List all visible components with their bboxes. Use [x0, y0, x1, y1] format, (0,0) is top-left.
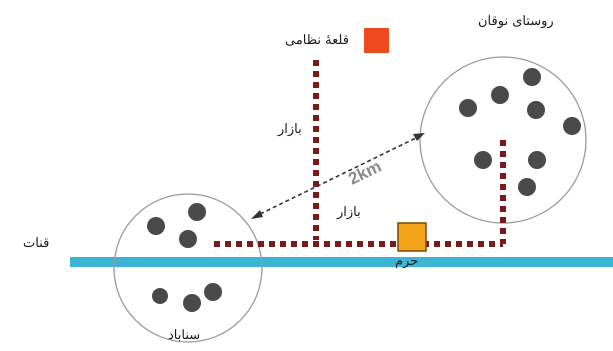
- bazaar-horizontal-label: بازار: [337, 205, 361, 220]
- military-fort-label: قلعهٔ نظامی: [285, 33, 349, 48]
- shrine-square-icon: [397, 222, 427, 252]
- distance-arrowhead-start: [251, 210, 263, 219]
- sanabad-circle: [113, 193, 263, 343]
- settlement-dot: [518, 178, 536, 196]
- settlement-dot: [474, 151, 492, 169]
- settlement-dot: [152, 288, 168, 304]
- distance-arrow-line: [253, 134, 423, 218]
- qanat-channel: [70, 257, 613, 267]
- distance-arrowhead-end: [413, 133, 425, 141]
- settlement-dot: [523, 68, 541, 86]
- shrine-label: حرم: [395, 254, 419, 269]
- qanat-label: قنات: [23, 236, 50, 251]
- fort-square-icon: [364, 28, 389, 53]
- sanabad-settlement-dots: [147, 203, 222, 312]
- settlement-dot: [183, 294, 201, 312]
- distance-arrow: [251, 133, 425, 219]
- settlement-dot: [147, 217, 165, 235]
- bazaar-vertical-label: بازار: [278, 122, 302, 137]
- distance-label: 2km: [345, 157, 384, 189]
- nowghan-village-label: روستای نوقان: [478, 14, 554, 29]
- bazaar-path: [214, 60, 506, 247]
- settlement-dot: [188, 203, 206, 221]
- nowghan-settlement-dots: [459, 68, 581, 196]
- settlement-dot: [179, 230, 197, 248]
- settlement-dot: [491, 86, 509, 104]
- sanabad-label: سناباد: [168, 328, 201, 343]
- settlement-dot: [204, 283, 222, 301]
- settlement-dot: [527, 101, 545, 119]
- settlement-dot: [528, 151, 546, 169]
- settlement-dot: [459, 99, 477, 117]
- settlement-dot: [563, 117, 581, 135]
